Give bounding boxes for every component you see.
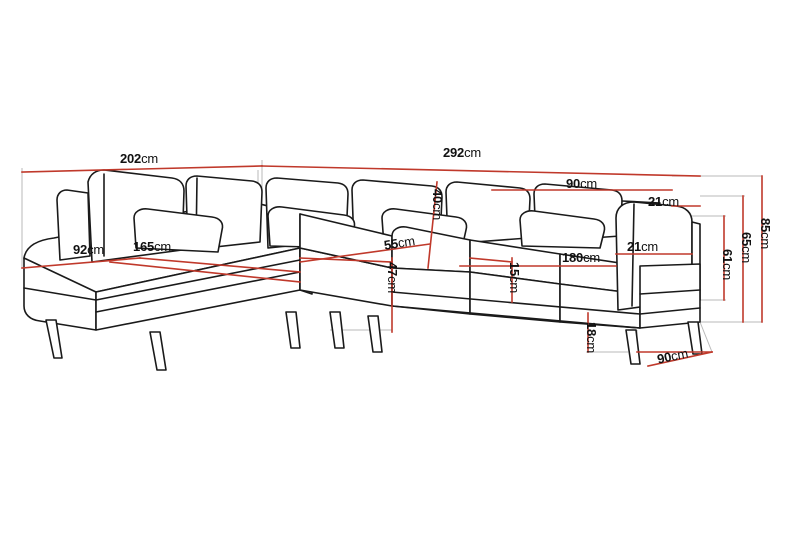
dimline-47-top-tie [299, 257, 393, 263]
throw-pillow-1 [133, 208, 224, 253]
dim-label-92: 92cm [73, 242, 104, 257]
dim-label-65: 65cm [739, 232, 754, 263]
chaise-seat-crease [23, 259, 301, 301]
leg-chaise-right [285, 311, 301, 349]
dim-label-15: 15cm [507, 262, 522, 293]
dimline-202 [21, 165, 263, 173]
throw-pillow-4 [519, 210, 606, 249]
dimension-lines [21, 165, 763, 367]
dim-label-165: 165cm [133, 239, 172, 254]
dim-label-180: 180cm [562, 250, 601, 265]
leg-chaise-left [45, 319, 63, 359]
leg-main-right [687, 321, 703, 355]
right-end-panel [639, 263, 701, 329]
armrest-back-join [621, 200, 661, 204]
leg-corner-right [367, 315, 383, 353]
dim-label-292: 292cm [443, 145, 482, 160]
dimline-165-lower [109, 261, 301, 283]
right-end-bottom-line [639, 307, 701, 315]
right-end-crease [639, 289, 701, 295]
dim-label-90-top: 90cm [566, 176, 597, 191]
dimline-40 [427, 181, 438, 269]
dim-label-18: 18cm [584, 322, 599, 353]
dim-label-21-upper: 21cm [648, 194, 679, 209]
dim-label-47: 47cm [385, 262, 400, 293]
main-bottom-line [391, 305, 641, 329]
dimline-92 [21, 257, 141, 269]
dim-label-40: 40cm [430, 189, 445, 220]
dim-label-61: 61cm [720, 249, 735, 280]
leg-corner-left [329, 311, 345, 349]
sofa-outline [23, 169, 703, 371]
leg-main-front [625, 329, 641, 365]
main-base-line [391, 291, 641, 315]
chaise-left-arm-panel [56, 189, 91, 261]
leg-chaise-front [149, 331, 167, 371]
dim-label-202: 202cm [120, 151, 159, 166]
dimline-165 [139, 257, 301, 273]
right-armrest-seam [631, 203, 635, 307]
dim-label-21-arm: 21cm [627, 239, 658, 254]
dimline-90-depth [647, 351, 713, 367]
dimline-292 [261, 165, 701, 177]
dimline-15-tie [469, 257, 513, 263]
dim-label-85: 85cm [758, 218, 773, 249]
